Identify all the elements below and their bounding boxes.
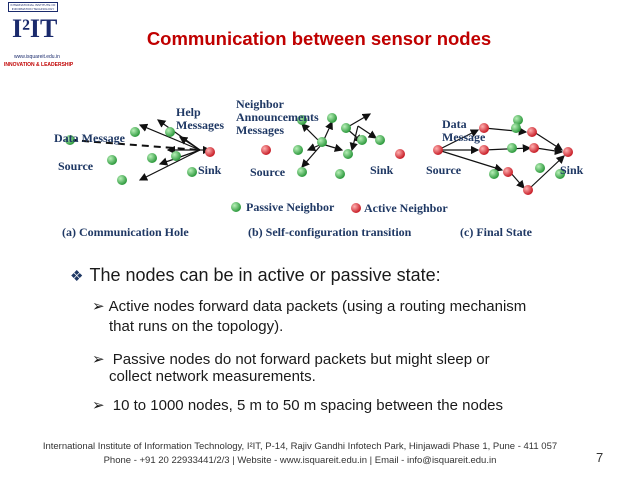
node-active-sink <box>563 147 573 157</box>
sub-bullet-2: ➢ Passive nodes do not forward packets b… <box>92 350 490 387</box>
arrow <box>483 144 532 153</box>
node-active <box>529 143 539 153</box>
node-passive <box>327 113 337 123</box>
sub-bullet-1: ➢Active nodes forward data packets (usin… <box>92 297 526 337</box>
main-bullet: ❖ The nodes can be in active or passive s… <box>70 265 441 286</box>
footer-line1: International Institute of Information T… <box>42 441 558 452</box>
logo-wordmark: I²IT <box>12 14 58 43</box>
node-active-source <box>261 145 271 155</box>
sub-bullet-1-line1: Active nodes forward data packets (using… <box>108 298 527 315</box>
arrow-bullet-icon: ➢ <box>92 298 105 315</box>
caption-c: (c) Final State <box>460 225 532 239</box>
label-data-message: Data Message <box>54 131 125 145</box>
slide-title: Communication between sensor nodes <box>146 28 492 49</box>
panel-a <box>65 119 215 185</box>
page-number: 7 <box>596 450 604 465</box>
node-passive <box>293 145 303 155</box>
legend-active-dot <box>351 203 361 213</box>
institute-logo: INTERNATIONAL INSTITUTE OF INFORMATION T… <box>2 2 74 68</box>
diagram-graphics <box>65 113 573 213</box>
node-passive <box>555 169 565 179</box>
node-passive <box>513 115 523 125</box>
node-passive <box>297 115 307 125</box>
node-active-sink <box>395 149 405 159</box>
arrow <box>357 125 377 139</box>
data-path-dashed <box>69 139 201 151</box>
logo-url: www.isquareit.edu.in <box>14 54 60 60</box>
node-passive <box>130 127 140 137</box>
node-passive <box>507 143 517 153</box>
node-active <box>479 123 489 133</box>
sub-bullet-3: ➢ 10 to 1000 nodes, 5 m to 50 m spacing … <box>92 396 503 416</box>
arrow <box>437 129 480 151</box>
label-sink-a: Sink <box>198 163 222 177</box>
panel-b <box>261 113 405 179</box>
sub-bullet-1-line2: that runs on the topology). <box>109 318 284 335</box>
node-passive <box>147 153 157 163</box>
node-passive <box>341 123 351 133</box>
legend-passive-label: Passive Neighbor <box>246 200 335 214</box>
node-active <box>523 185 533 195</box>
caption-a: (a) Communication Hole <box>62 225 189 239</box>
panel-c <box>433 115 573 195</box>
sub-bullet-3-text: 10 to 1000 nodes, 5 m to 50 m spacing be… <box>112 397 504 414</box>
arrow <box>529 155 565 189</box>
logo-tagline: INNOVATION & LEADERSHIP <box>4 62 74 68</box>
node-passive <box>117 175 127 185</box>
node-active <box>527 127 537 137</box>
node-passive <box>535 163 545 173</box>
arrow-bullet-icon: ➢ <box>92 351 105 368</box>
logo-banner: INTERNATIONAL INSTITUTE OF INFORMATION T… <box>8 2 58 12</box>
label-sink-c: Sink <box>560 163 584 177</box>
sub-bullet-2-line1: Passive nodes do not forward packets but… <box>112 351 490 368</box>
label-data-message-c: Data Message <box>442 117 486 144</box>
node-passive <box>187 167 197 177</box>
node-active <box>503 167 513 177</box>
node-passive <box>171 151 181 161</box>
node-passive <box>317 137 327 147</box>
node-passive <box>357 135 367 145</box>
arrow <box>138 123 201 151</box>
node-active-sink <box>205 147 215 157</box>
node-passive <box>343 149 353 159</box>
main-bullet-text: The nodes can be in active or passive st… <box>89 265 441 285</box>
legend-passive-dot <box>231 202 241 212</box>
node-passive <box>65 135 75 145</box>
node-passive <box>511 123 521 133</box>
diamond-bullet-icon: ❖ <box>70 268 84 285</box>
arrow <box>349 125 359 152</box>
label-sink-b: Sink <box>370 163 394 177</box>
node-passive <box>165 127 175 137</box>
sensor-network-diagram: Help Messages Data Message Source Sink (… <box>40 92 600 244</box>
label-source-c: Source <box>426 163 462 177</box>
label-neighbor-announcements: Neighbor Announcements Messages <box>236 97 319 137</box>
arrow <box>178 136 201 151</box>
node-passive <box>375 135 385 145</box>
label-source-a: Source <box>58 159 94 173</box>
label-source-b: Source <box>250 165 286 179</box>
node-active <box>479 145 489 155</box>
footer-line2: Phone - +91 20 22933441/2/3 | Website - … <box>103 455 497 466</box>
arrow-bullet-icon: ➢ <box>92 397 105 414</box>
arrow <box>138 149 201 181</box>
legend-active-label: Active Neighbor <box>364 201 448 215</box>
node-active-source <box>433 145 443 155</box>
node-passive <box>489 169 499 179</box>
node-passive <box>107 155 117 165</box>
footer: International Institute of Information T… <box>20 440 580 468</box>
node-passive <box>297 167 307 177</box>
sub-bullet-2-line2: collect network measurements. <box>109 368 316 385</box>
node-passive <box>335 169 345 179</box>
arrow <box>535 146 564 156</box>
caption-b: (b) Self-configuration transition <box>248 225 412 239</box>
arrow <box>509 171 525 189</box>
arrow <box>437 149 504 172</box>
label-help-messages: Help Messages <box>176 105 224 132</box>
arrow <box>301 143 323 168</box>
